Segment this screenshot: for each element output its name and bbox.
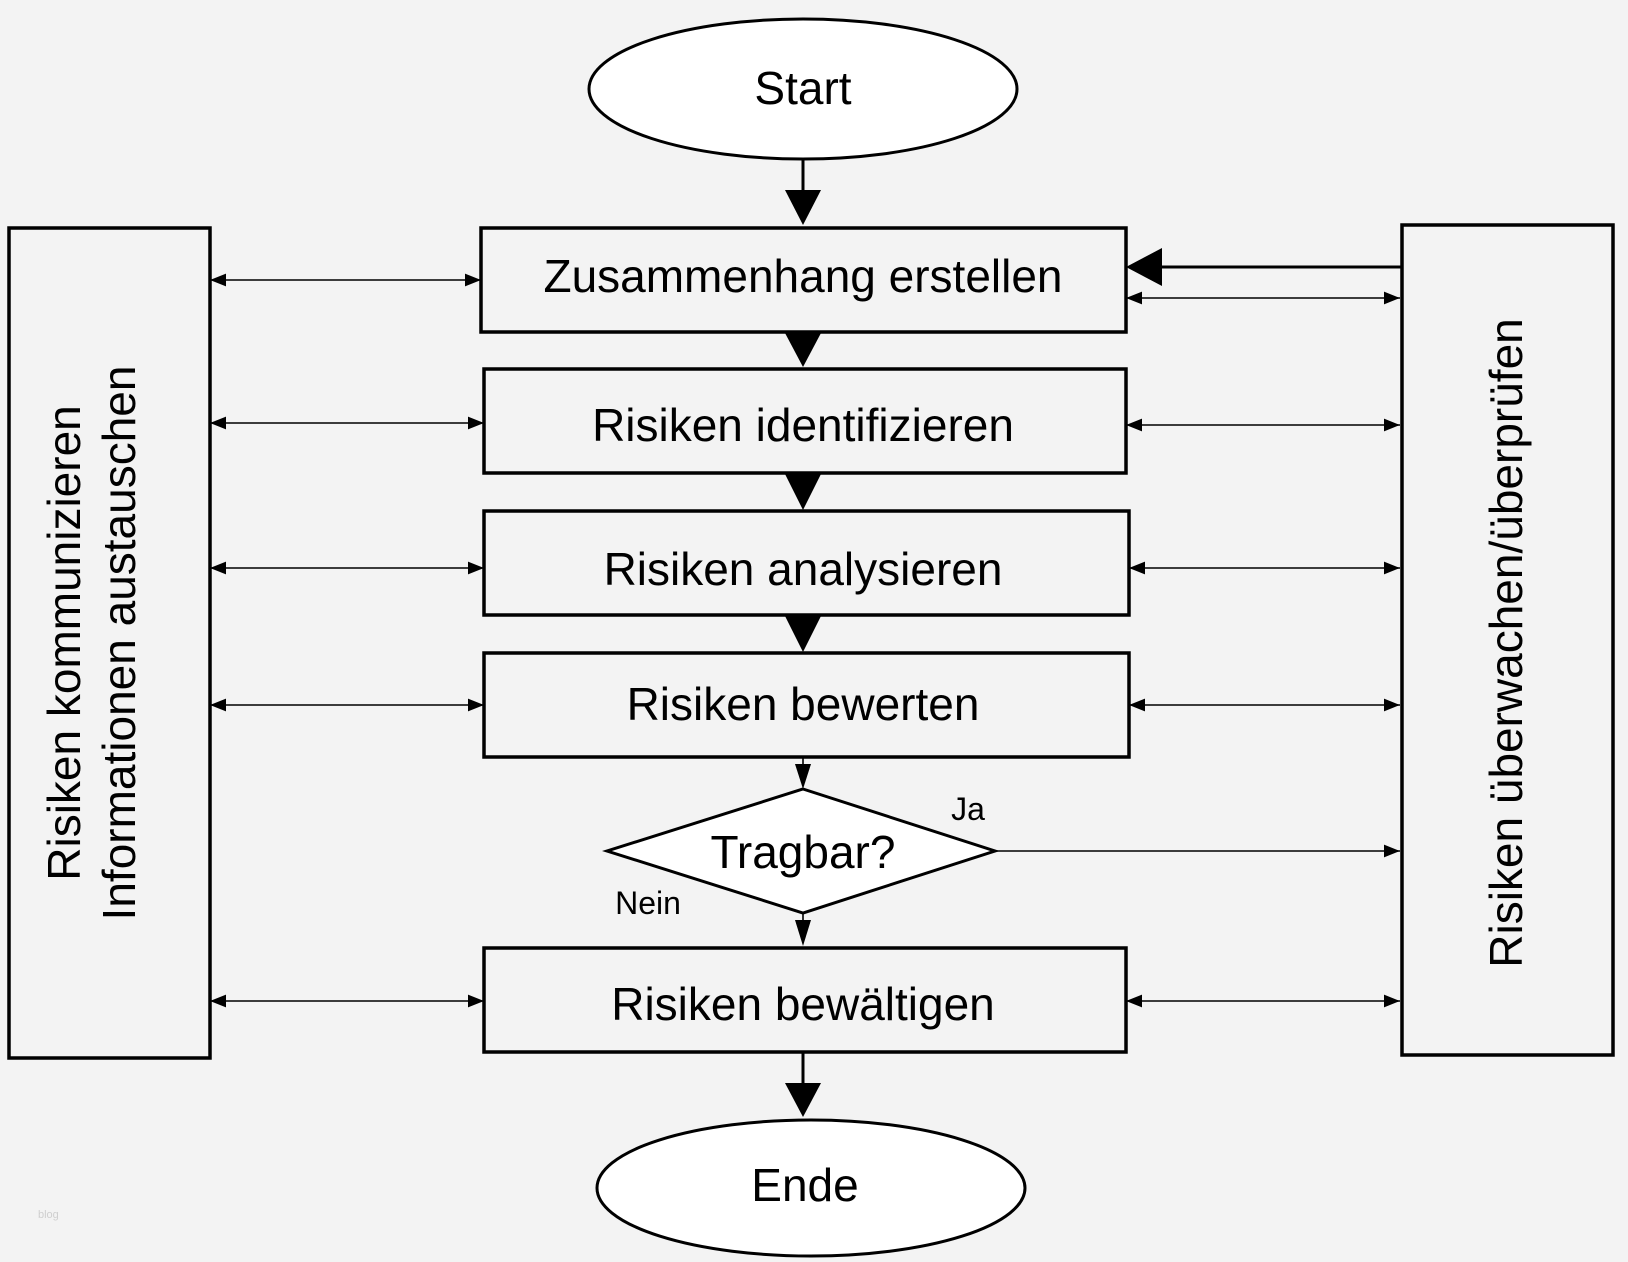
left-panel-box xyxy=(7,226,212,1060)
step-identify-label: Risiken identifizieren xyxy=(592,399,1014,451)
left-panel-line1: Risiken kommunizieren xyxy=(38,405,90,881)
arrow-identify-analyze xyxy=(785,474,821,510)
step-analyze-label: Risiken analysieren xyxy=(604,543,1003,595)
arrow-head-no-treat xyxy=(795,920,811,946)
arrow-head-start xyxy=(785,190,821,225)
step-context-label: Zusammenhang erstellen xyxy=(543,250,1062,302)
decision-question: Tragbar? xyxy=(711,826,896,878)
arrow-context-identify xyxy=(785,333,821,367)
decision-yes-label: Ja xyxy=(951,791,985,827)
step-analyze-box xyxy=(482,509,1131,617)
arrow-head-end xyxy=(785,1083,821,1117)
step-treat-label: Risiken bewältigen xyxy=(611,978,995,1030)
end-label: Ende xyxy=(751,1159,858,1211)
right-panel-box xyxy=(1400,223,1615,1057)
arrow-head-evaluate-decision xyxy=(795,764,811,789)
arrow-analyze-evaluate xyxy=(785,616,821,652)
watermark-text: blog xyxy=(38,1209,59,1221)
start-label: Start xyxy=(754,62,851,114)
feedback-arrow-head xyxy=(1126,248,1162,286)
end-terminal xyxy=(595,1118,1027,1258)
step-treat-box xyxy=(482,946,1128,1054)
step-evaluate-label: Risiken bewerten xyxy=(627,678,980,730)
step-identify-box xyxy=(482,367,1128,475)
left-panel-line2: Informationen austauschen xyxy=(93,366,145,921)
right-panel-label: Risiken überwachen/überprüfen xyxy=(1480,318,1532,968)
step-context-box xyxy=(479,226,1128,334)
decision-no-label: Nein xyxy=(615,885,681,921)
